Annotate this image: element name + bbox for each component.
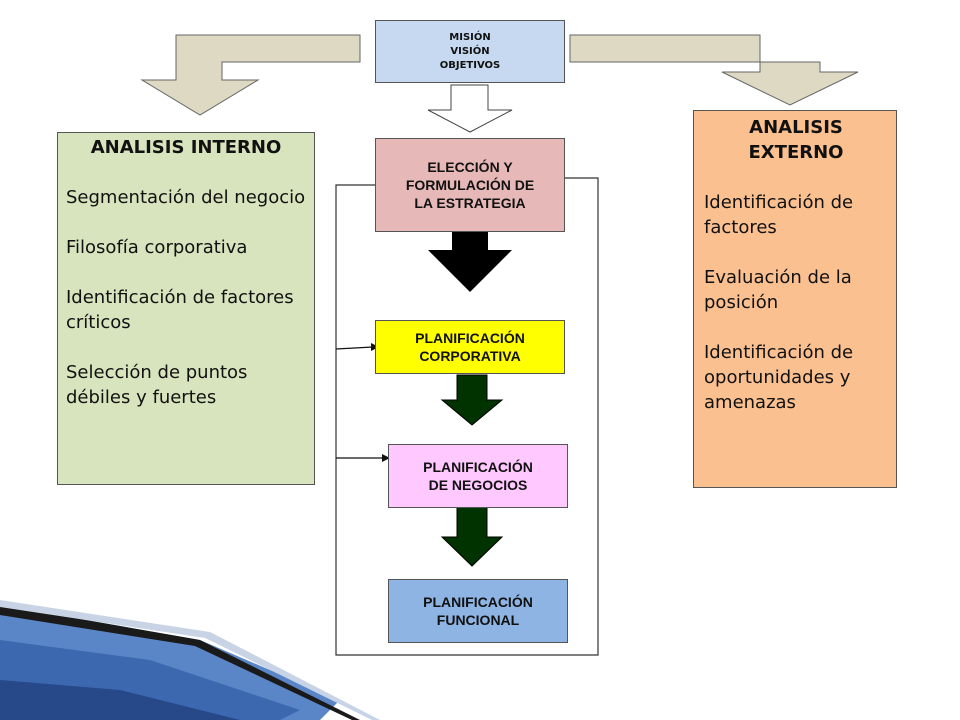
connector-business-arrowhead-icon [382,454,390,462]
mission-line-1: MISIÓN [449,31,491,43]
business-line-1: PLANIFICACIÓN [423,459,533,475]
corporate-line-1: PLANIFICACIÓN [415,330,525,346]
internal-analysis-title: ANALISIS INTERNO [90,137,282,158]
business-line-2: DE NEGOCIOS [428,477,528,493]
corporate-line-2: CORPORATIVA [419,348,521,364]
external-item-2: Evaluación de la posición [704,267,852,313]
feedback-loop-line [335,177,599,656]
decorative-swoosh [0,600,380,720]
strategy-box: ELECCIÓN Y FORMULACIÓN DE LA ESTRATEGIA [375,138,565,232]
right-bent-arrow-icon [569,34,859,106]
internal-item-3: Identificación de factores críticos [66,287,294,333]
strategy-line-2: FORMULACIÓN DE [405,177,535,193]
strategy-line-1: ELECCIÓN Y [427,159,513,175]
mission-box: MISIÓN VISIÓN OBJETIVOS [375,20,565,83]
functional-planning-box: PLANIFICACIÓN FUNCIONAL [388,579,568,643]
mission-line-3: OBJETIVOS [439,59,501,71]
white-down-arrow-icon [427,84,513,133]
business-planning-box: PLANIFICACIÓN DE NEGOCIOS [388,444,568,508]
black-down-arrow-icon [428,232,512,292]
strategy-line-3: LA ESTRATEGIA [414,195,526,211]
internal-item-2: Filosofía corporativa [66,237,248,258]
corporate-planning-box: PLANIFICACIÓN CORPORATIVA [375,320,565,374]
green-down-arrow-1-icon [440,374,504,426]
connector-corporate [335,346,374,350]
internal-item-4: Selección de puntos débiles y fuertes [66,362,248,408]
mission-line-2: VISIÓN [450,45,490,57]
functional-line-1: PLANIFICACIÓN [423,594,533,610]
external-analysis-title-1: ANALISIS [749,117,843,138]
internal-analysis-box: ANALISIS INTERNO Segmentación del negoci… [57,132,315,485]
functional-line-2: FUNCIONAL [436,612,520,628]
internal-item-1: Segmentación del negocio [66,187,306,208]
external-analysis-box: ANALISIS EXTERNO Identificación de facto… [693,110,897,488]
external-item-3: Identificación de oportunidades y amenaz… [704,342,854,413]
left-bent-arrow-icon [140,34,361,116]
green-down-arrow-2-icon [440,505,504,567]
external-analysis-title-2: EXTERNO [748,142,844,163]
external-item-1: Identificación de factores [704,192,854,238]
